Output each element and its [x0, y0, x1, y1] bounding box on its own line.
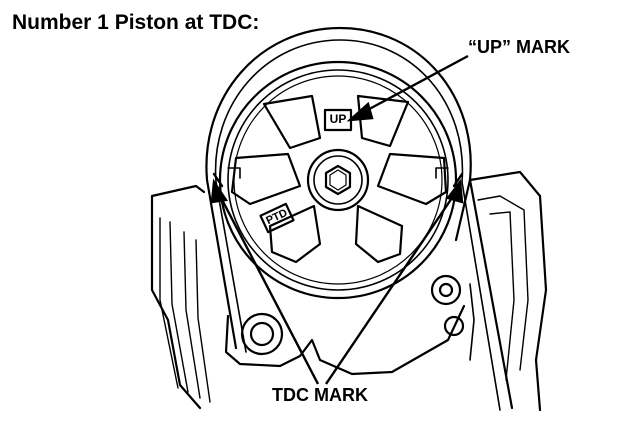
camshaft-pulley: [218, 60, 458, 300]
tdc-right-arrowhead: [445, 178, 464, 204]
leader-arrows: [210, 54, 469, 385]
diagram-title: Number 1 Piston at TDC:: [12, 11, 260, 34]
timing-belt: [205, 26, 514, 411]
tdc-left-arrowhead: [210, 178, 229, 204]
tdc-mark-label: TDC MARK: [272, 385, 368, 405]
hex-bolt-head: [324, 164, 352, 196]
up-mark-label: “UP” MARK: [468, 37, 570, 57]
up-mark-arrowhead: [346, 101, 374, 122]
tdc-notches: [212, 172, 464, 188]
lower-bolt-bosses: [240, 274, 465, 356]
up-stamp: UP: [329, 112, 347, 126]
